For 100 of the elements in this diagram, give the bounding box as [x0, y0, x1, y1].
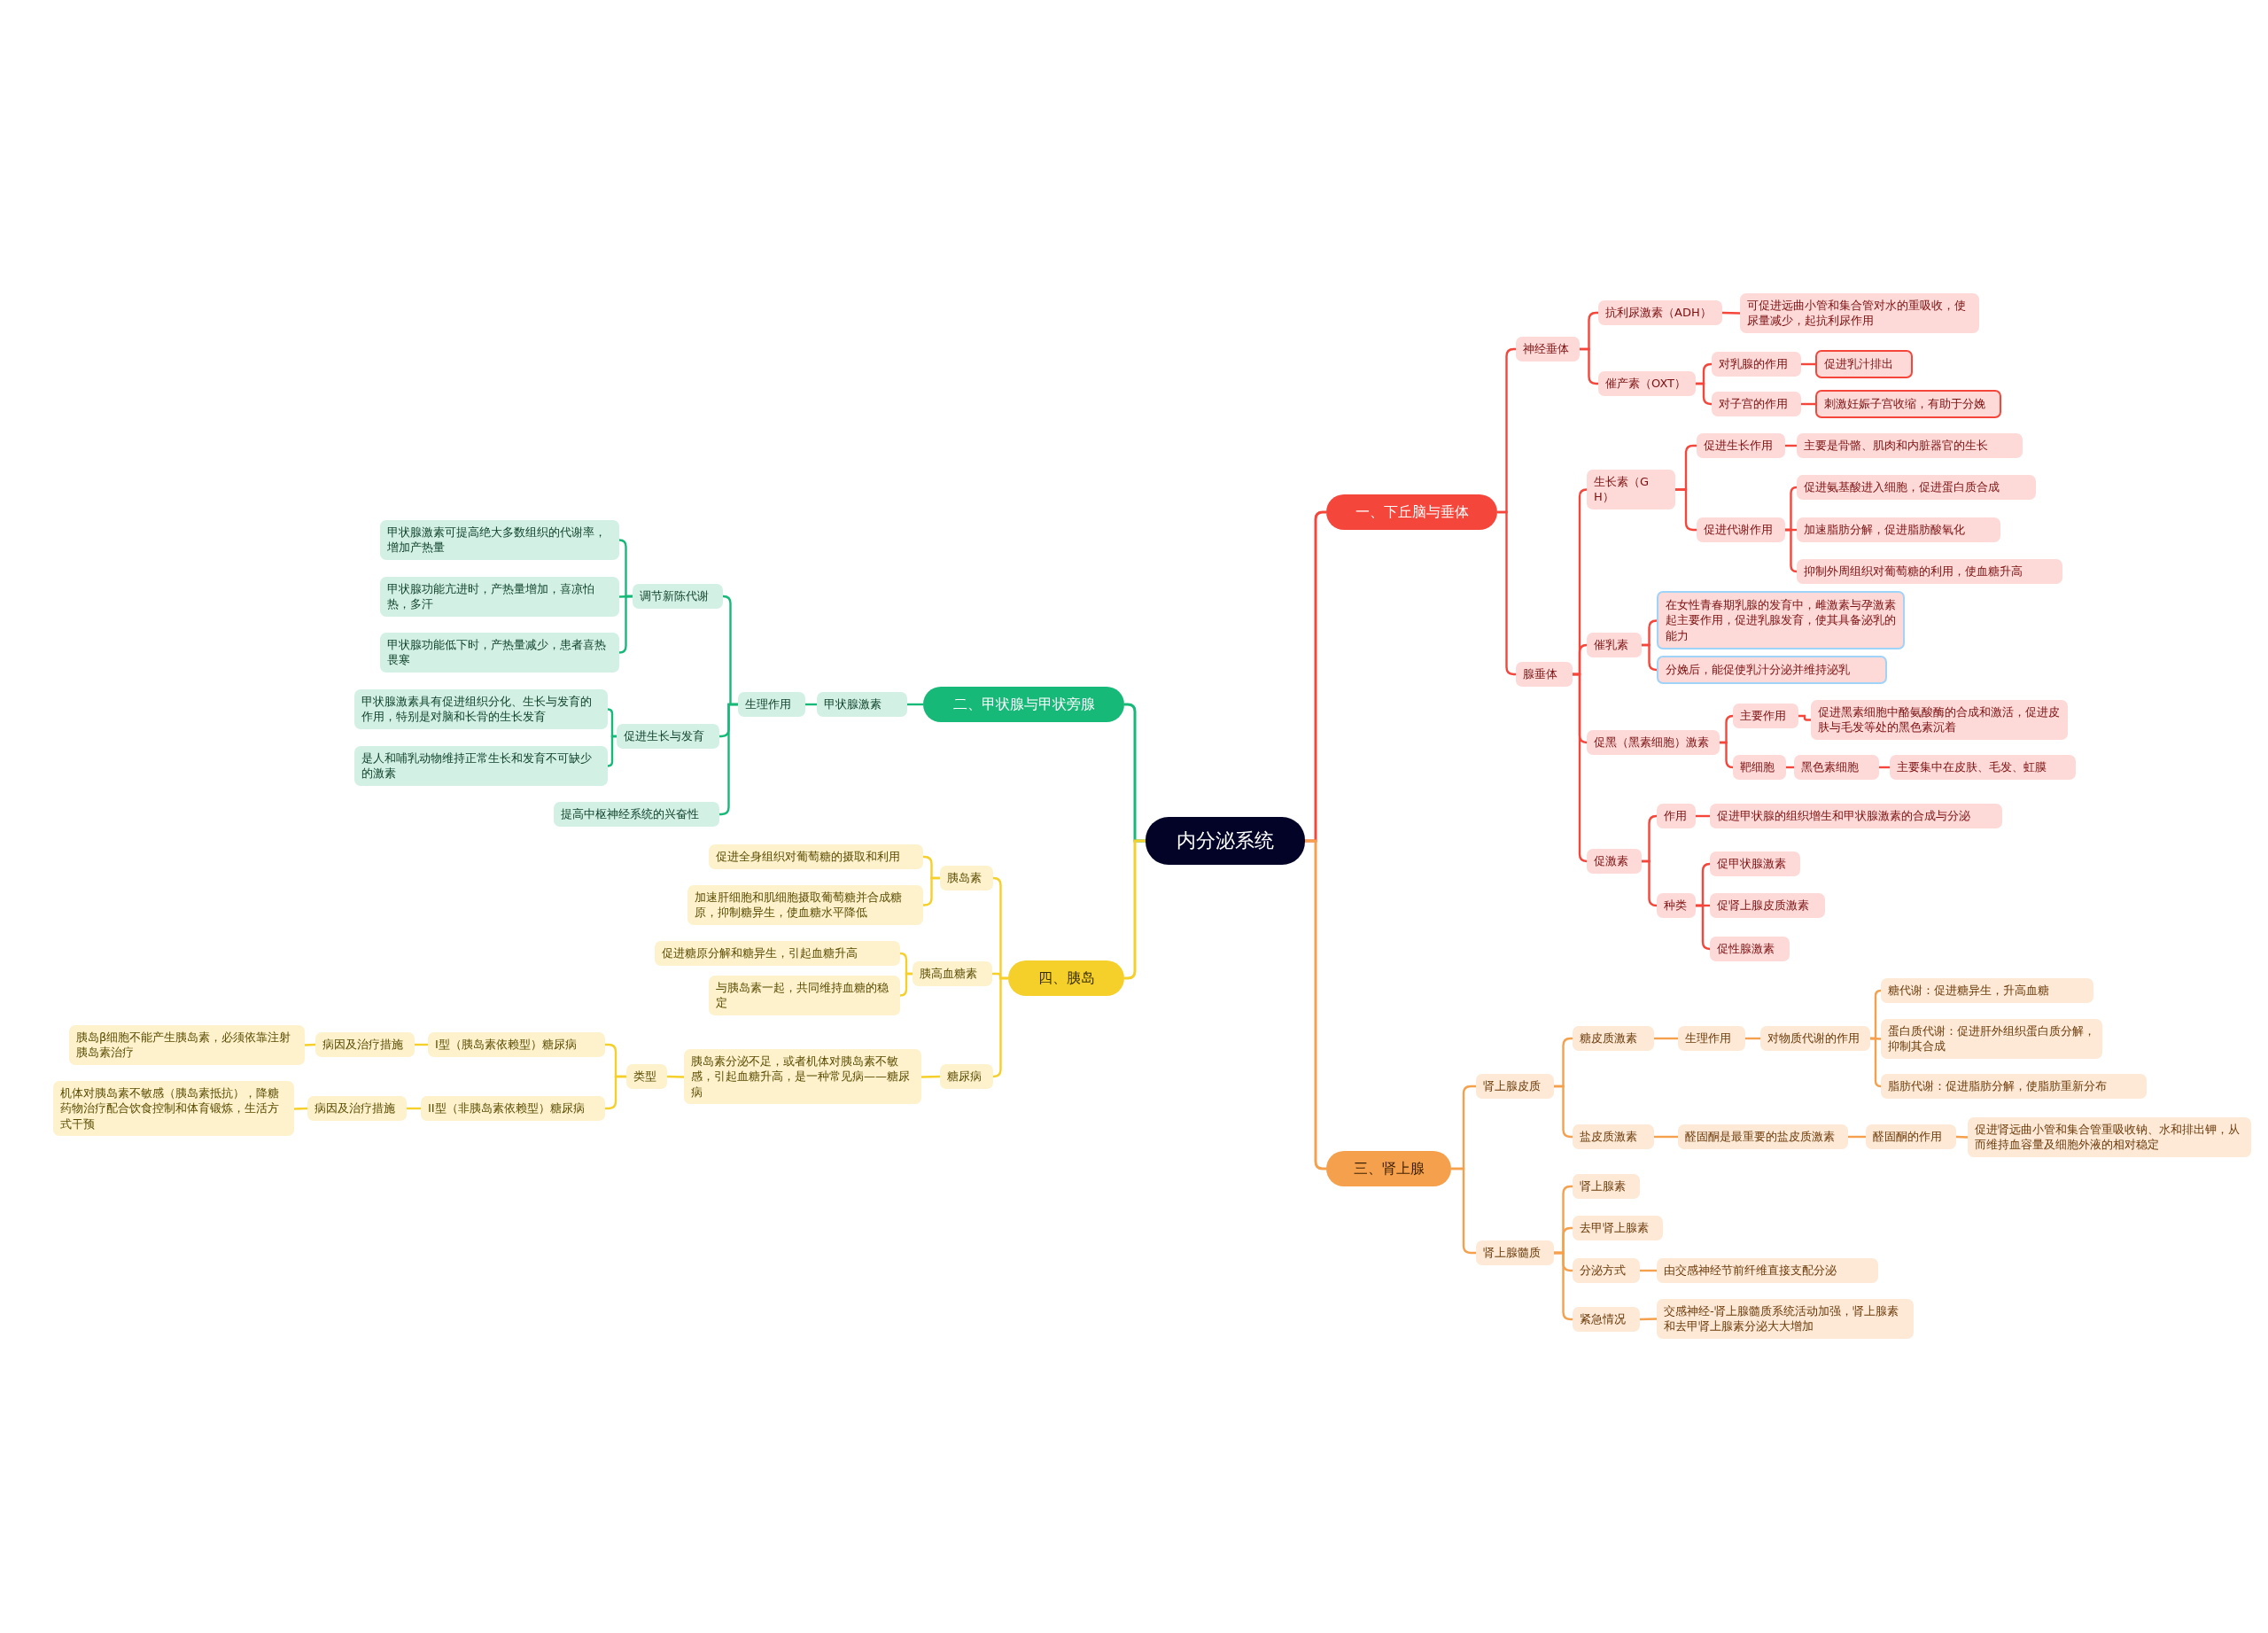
topic-box: 醛固酮的作用 — [1866, 1124, 1956, 1149]
topic-box: 糖代谢：促进糖异生，升高血糖 — [1881, 978, 2093, 1003]
topic-box: 胰岛素 — [940, 866, 993, 890]
topic-box: 在女性青春期乳腺的发育中，雌激素与孕激素起主要作用，促进乳腺发育，使其具备泌乳的能力 — [1657, 590, 1905, 650]
topic-box: 交感神经-肾上腺髓质系统活动加强，肾上腺素和去甲肾上腺素分泌大大增加 — [1657, 1298, 1914, 1339]
topic-box: 主要作用 — [1733, 704, 1798, 728]
topic-box: 主要是骨骼、肌肉和内脏器官的生长 — [1797, 433, 2023, 458]
topic-box: 是人和哺乳动物维持正常生长和发育不可缺少的激素 — [354, 745, 608, 786]
topic-box: 靶细胞 — [1733, 755, 1786, 780]
topic-box: 作用 — [1657, 804, 1696, 828]
connector-line — [719, 703, 738, 816]
topic-box: 促肾上腺皮质激素 — [1710, 893, 1825, 918]
topic-box: 促进氨基酸进入细胞，促进蛋白质合成 — [1797, 475, 2036, 500]
connector-line — [920, 1075, 941, 1078]
connector-line — [1785, 528, 1798, 573]
connector-line — [1955, 1135, 1969, 1139]
topic-box: 胰岛素分泌不足，或者机体对胰岛素不敏感，引起血糖升高，是一种常见病——糖尿病 — [684, 1048, 921, 1105]
central-topic: 内分泌系统 — [1146, 817, 1305, 865]
branch-topic: 一、下丘脑与垂体 — [1326, 494, 1497, 530]
connector-line — [1642, 643, 1658, 672]
topic-box: 调节新陈代谢 — [633, 584, 723, 609]
connector-line — [898, 972, 913, 997]
topic-box: 甲状腺激素 — [817, 692, 907, 717]
topic-box: 生长素（GH） — [1587, 469, 1675, 509]
connector-line — [1696, 382, 1713, 406]
topic-box: 类型 — [626, 1064, 667, 1089]
topic-box: 促进乳汁排出 — [1815, 350, 1913, 378]
connector-line — [1848, 1135, 1866, 1139]
connector-line — [1497, 510, 1516, 676]
topic-box: 与胰岛素一起，共同维持血糖的稳定 — [709, 975, 900, 1015]
connector-line — [617, 595, 633, 654]
connector-line — [1675, 488, 1697, 532]
topic-box: 对乳腺的作用 — [1712, 352, 1801, 377]
connector-line — [1640, 1269, 1657, 1272]
topic-box: 分泌方式 — [1573, 1258, 1640, 1283]
connector-line — [1573, 673, 1588, 863]
topic-box: 促激素 — [1587, 849, 1642, 874]
connector-line — [666, 1075, 685, 1078]
topic-box: 醛固酮是最重要的盐皮质激素 — [1678, 1124, 1848, 1149]
topic-box: 糖尿病 — [940, 1064, 993, 1089]
topic-box: 抑制外周组织对葡萄糖的利用，使血糖升高 — [1797, 559, 2062, 584]
connector-line — [1654, 1135, 1678, 1139]
connector-line — [1721, 311, 1741, 315]
connector-line — [1639, 1318, 1658, 1321]
connector-line — [1654, 1037, 1678, 1040]
branch-topic: 四、胰岛 — [1008, 960, 1124, 996]
topic-box: 促甲状腺激素 — [1710, 851, 1800, 876]
topic-box: 由交感神经节前纤维直接支配分泌 — [1657, 1258, 1878, 1283]
topic-box: 甲状腺激素具有促进组织分化、生长与发育的作用，特别是对脑和长骨的生长发育 — [354, 688, 608, 729]
topic-box: 促进生长与发育 — [617, 724, 719, 749]
topic-box: 抗利尿激素（ADH） — [1598, 300, 1722, 325]
connector-line — [606, 735, 617, 767]
topic-box: 加速脂肪分解，促进脂肪酸氧化 — [1797, 517, 2000, 542]
topic-box: 黑色素细胞 — [1794, 755, 1879, 780]
connector-line — [922, 876, 940, 906]
topic-box: 促进生长作用 — [1697, 433, 1785, 458]
topic-box: 提高中枢神经系统的兴奋性 — [554, 802, 719, 827]
topic-box: 肾上腺素 — [1573, 1174, 1640, 1199]
topic-box: 肾上腺皮质 — [1476, 1074, 1554, 1099]
topic-box: 生理作用 — [1678, 1026, 1745, 1051]
topic-box: 催产素（OXT） — [1598, 371, 1696, 396]
connector-line — [1696, 904, 1712, 951]
connector-line — [1720, 741, 1735, 769]
connector-line — [1554, 1251, 1573, 1321]
connector-line — [992, 976, 1008, 1078]
connector-line — [304, 1043, 316, 1046]
topic-box: 分娩后，能促使乳汁分泌并维持泌乳 — [1657, 656, 1887, 684]
topic-box: 促进甲状腺的组织增生和甲状腺激素的合成与分泌 — [1710, 804, 2002, 828]
connector-line — [293, 1107, 308, 1110]
topic-box: 腺垂体 — [1516, 662, 1573, 687]
connector-line — [1642, 859, 1658, 907]
topic-box: 甲状腺激素可提高绝大多数组织的代谢率，增加产热量 — [380, 519, 619, 560]
connector-line — [1554, 1085, 1573, 1139]
topic-box: 生理作用 — [738, 692, 805, 717]
topic-box: 促性腺激素 — [1710, 937, 1790, 961]
connector-line — [1870, 1037, 1883, 1088]
topic-box: 病因及治疗措施 — [315, 1032, 415, 1057]
topic-box: 催乳素 — [1587, 633, 1642, 657]
topic-box: 机体对胰岛素不敏感（胰岛素抵抗），降糖药物治疗配合饮食控制和体育锻炼，生活方式干预 — [53, 1080, 294, 1137]
topic-box: 种类 — [1657, 893, 1696, 918]
topic-box: 促进黑素细胞中酪氨酸酶的合成和激活，促进皮肤与毛发等处的黑色素沉着 — [1811, 699, 2068, 740]
topic-box: 蛋白质代谢：促进肝外组织蛋白质分解，抑制其合成 — [1881, 1018, 2102, 1059]
topic-box: I型（胰岛素依赖型）糖尿病 — [428, 1032, 605, 1057]
topic-box: 甲状腺功能亢进时，产热量增加，喜凉怕热，多汗 — [380, 576, 619, 617]
topic-box: 加速肝细胞和肌细胞摄取葡萄糖并合成糖原，抑制糖异生，使血糖水平降低 — [687, 884, 923, 925]
branch-topic: 三、肾上腺 — [1326, 1151, 1451, 1186]
topic-box: 胰高血糖素 — [913, 961, 992, 986]
topic-box: 糖皮质激素 — [1573, 1026, 1654, 1051]
topic-box: 脂肪代谢：促进脂肪分解，使脂肪重新分布 — [1881, 1074, 2147, 1099]
topic-box: 病因及治疗措施 — [307, 1096, 407, 1121]
topic-box: 促进糖原分解和糖异生，引起血糖升高 — [655, 941, 900, 966]
topic-box: 可促进远曲小管和集合管对水的重吸收，使尿量减少，起抗利尿作用 — [1740, 292, 1979, 333]
topic-box: 对物质代谢的作用 — [1760, 1026, 1870, 1051]
topic-box: 促黑（黑素细胞）激素 — [1587, 730, 1720, 755]
connector-line — [605, 1075, 626, 1110]
topic-box: 盐皮质激素 — [1573, 1124, 1654, 1149]
topic-box: 促进全身组织对葡萄糖的摄取和利用 — [709, 844, 923, 869]
topic-box: 主要集中在皮肤、毛发、虹膜 — [1890, 755, 2076, 780]
topic-box: 紧急情况 — [1573, 1307, 1640, 1332]
topic-box: 对子宫的作用 — [1712, 392, 1801, 416]
